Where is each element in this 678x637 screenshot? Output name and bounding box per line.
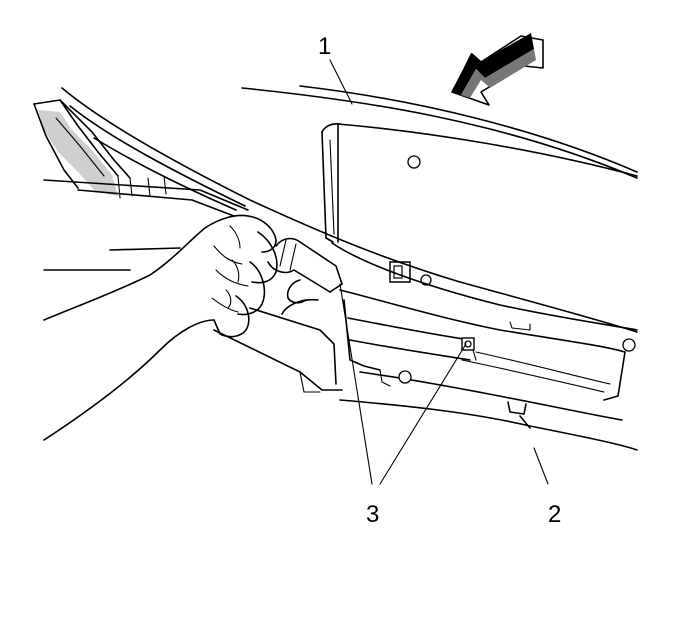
callout-3: 3 bbox=[366, 501, 379, 528]
license-plate-pocket bbox=[321, 123, 638, 352]
callout-1: 1 bbox=[318, 33, 331, 60]
direction-arrow-icon bbox=[451, 33, 544, 106]
lower-bracket bbox=[213, 307, 343, 393]
hand-with-tool bbox=[43, 214, 343, 441]
body-panel bbox=[241, 85, 638, 179]
bumper-fascia bbox=[61, 87, 638, 451]
leader-lines bbox=[329, 59, 549, 485]
trim-strip bbox=[347, 317, 477, 361]
callout-2: 2 bbox=[548, 501, 561, 528]
sill-trim-panel bbox=[33, 99, 249, 217]
